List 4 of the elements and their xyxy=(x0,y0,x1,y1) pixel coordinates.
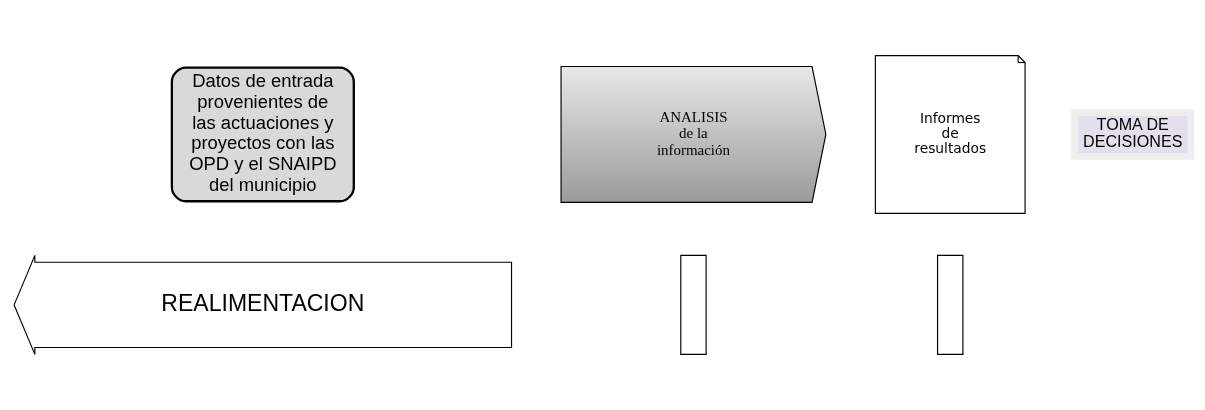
node-box xyxy=(680,254,707,355)
node-box: TOMA DE DECISIONES xyxy=(1071,109,1195,160)
node-box xyxy=(937,254,964,355)
node-box: Datos de entrada provenientes de las actuaciones y proyectos con las OPD y el SNAIPD del municipio xyxy=(170,66,355,203)
